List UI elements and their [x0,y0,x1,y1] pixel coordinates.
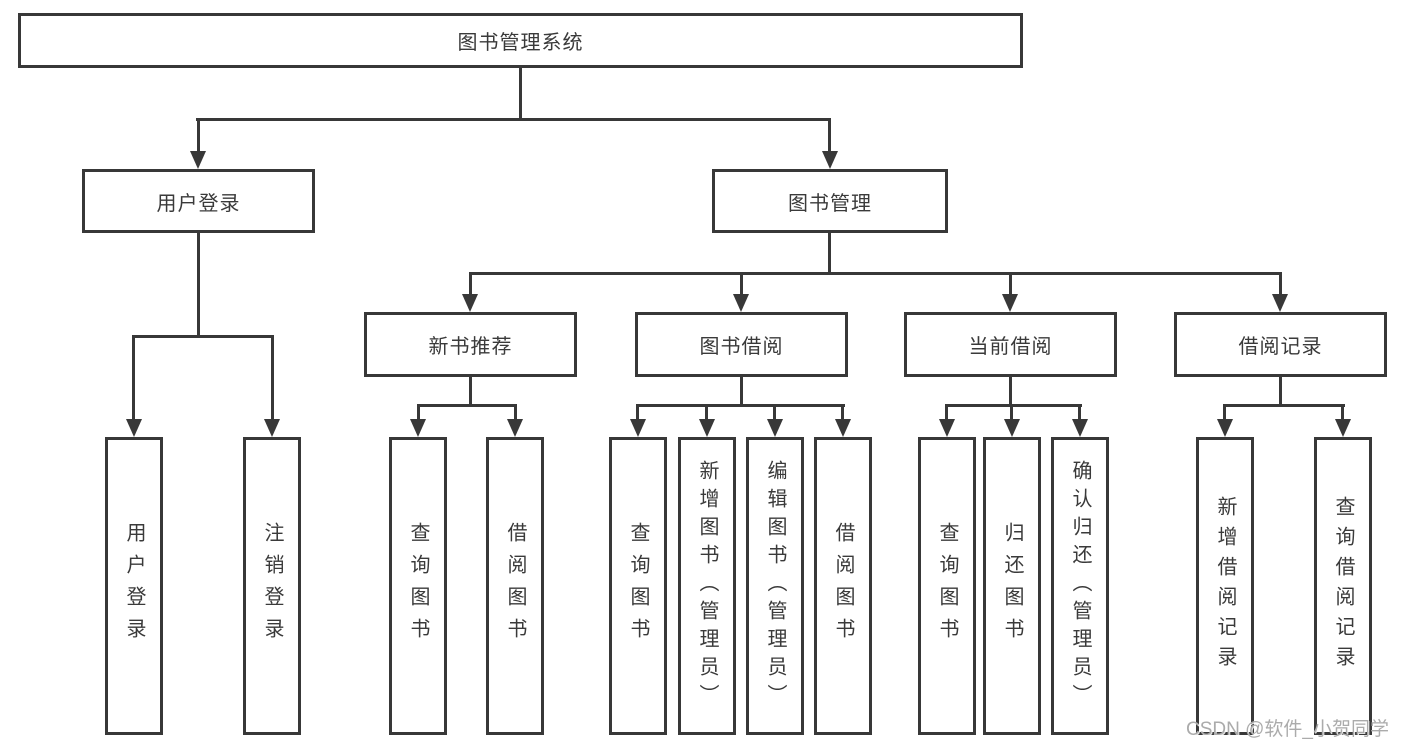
arrowhead [822,151,838,169]
connector-line [469,272,472,294]
leaf-label: 编辑图书（管理员） [764,460,786,712]
leaf-label: 归还图书 [1001,522,1023,650]
leaf-label: 用户登录 [123,522,145,650]
connector-line [636,404,845,407]
arrowhead [1217,419,1233,437]
leaf-label: 确认归还（管理员） [1069,460,1091,712]
node-label: 新书推荐 [428,336,513,358]
connector-line [740,272,743,294]
leaf-add-borrow-record: 新增借阅记录 [1196,437,1254,735]
leaf-borrow-books: 借阅图书 [814,437,872,735]
node-label: 借阅记录 [1238,336,1323,358]
connector-line [945,404,1082,407]
arrowhead [410,419,426,437]
connector-line [1009,375,1012,406]
node-new-book-recommendation: 新书推荐 [364,312,577,377]
leaf-user-login: 用户登录 [105,437,163,735]
leaf-add-books-admin: 新增图书（管理员） [678,437,736,735]
leaf-label: 查询图书 [407,522,429,650]
arrowhead [264,419,280,437]
leaf-label: 查询借阅记录 [1332,496,1354,676]
connector-line [636,404,639,419]
arrowhead [190,151,206,169]
connector-line [469,375,472,406]
arrowhead [630,419,646,437]
leaf-label: 查询图书 [627,522,649,650]
connector-line [132,335,274,338]
leaf-label: 注销登录 [261,522,283,650]
connector-line [828,233,831,275]
node-label: 当前借阅 [968,336,1053,358]
arrowhead [1335,419,1351,437]
leaf-query-books-recommend: 查询图书 [389,437,447,735]
leaf-borrow-books-recommend: 借阅图书 [486,437,544,735]
node-book-management: 图书管理 [712,169,948,233]
node-label: 图书管理 [788,192,872,215]
connector-line [417,404,517,407]
connector-line [514,404,517,419]
leaf-label: 查询图书 [936,522,958,650]
connector-line [1223,404,1226,419]
connector-line [197,233,200,337]
leaf-query-books-current: 查询图书 [918,437,976,735]
arrowhead [462,294,478,312]
leaf-label: 新增借阅记录 [1214,496,1236,676]
node-library-management-system: 图书管理系统 [18,13,1023,68]
node-user-login: 用户登录 [82,169,315,233]
connector-line [828,118,831,152]
arrowhead [939,419,955,437]
connector-line [1223,404,1345,407]
leaf-return-books: 归还图书 [983,437,1041,735]
connector-line [1279,272,1282,294]
connector-line [196,118,831,121]
arrowhead [767,419,783,437]
connector-line [1279,375,1282,406]
leaf-edit-books-admin: 编辑图书（管理员） [746,437,804,735]
arrowhead [1004,419,1020,437]
leaf-label: 借阅图书 [504,522,526,650]
leaf-label: 借阅图书 [832,522,854,650]
leaf-label: 新增图书（管理员） [696,460,718,712]
connector-line [1009,272,1012,294]
connector-line [1010,404,1013,419]
connector-line [417,404,420,419]
arrowhead [126,419,142,437]
arrowhead [507,419,523,437]
node-current-borrowing: 当前借阅 [904,312,1117,377]
connector-line [945,404,948,419]
node-label: 图书借阅 [699,336,784,358]
connector-line [773,404,776,419]
arrowhead [733,294,749,312]
arrowhead [1072,419,1088,437]
leaf-logout: 注销登录 [243,437,301,735]
node-label: 图书管理系统 [457,32,584,54]
connector-line [271,335,274,419]
arrowhead [699,419,715,437]
node-borrowing-records: 借阅记录 [1174,312,1387,377]
arrowhead [1002,294,1018,312]
connector-line [740,375,743,406]
leaf-query-books-borrow: 查询图书 [609,437,667,735]
connector-line [705,404,708,419]
connector-line [1341,404,1344,419]
leaf-query-borrow-record: 查询借阅记录 [1314,437,1372,735]
leaf-confirm-return-admin: 确认归还（管理员） [1051,437,1109,735]
csdn-watermark: CSDN @软件_小贺同学 [1186,719,1389,740]
node-label: 用户登录 [156,192,241,215]
connector-line [197,118,200,152]
arrowhead [1272,294,1288,312]
node-book-borrowing: 图书借阅 [635,312,848,377]
connector-line [841,404,844,419]
arrowhead [835,419,851,437]
connector-line [1078,404,1081,419]
connector-line [469,272,1282,275]
connector-line [132,335,135,419]
connector-line [519,68,522,120]
